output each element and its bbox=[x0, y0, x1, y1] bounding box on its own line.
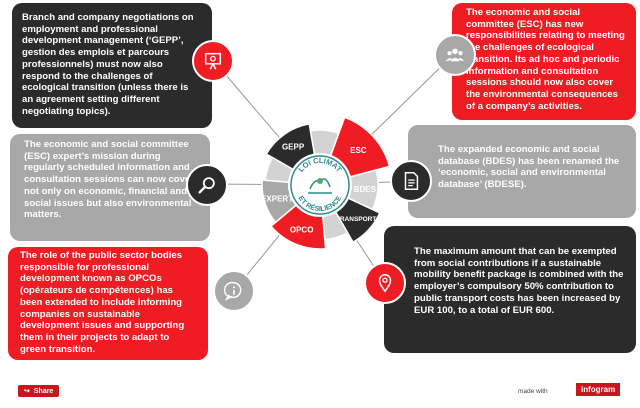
document-icon bbox=[390, 160, 432, 202]
gepp-box: Branch and company negotiations on emplo… bbox=[12, 3, 212, 128]
share-button[interactable]: ↪ Share bbox=[18, 385, 60, 397]
gepp-text: Branch and company negotiations on emplo… bbox=[22, 12, 194, 117]
expert-box: The economic and social committee (ESC) … bbox=[10, 134, 210, 241]
expert-text: The economic and social committee (ESC) … bbox=[24, 139, 195, 221]
wheel-label-opco: OPCO bbox=[290, 225, 314, 234]
people-group-icon bbox=[434, 34, 476, 76]
share-label: Share bbox=[33, 387, 54, 395]
wheel-label-transport: TRANSPORT bbox=[336, 216, 376, 223]
share-icon: ↪ bbox=[24, 388, 30, 395]
wheel-label-esc: ESC bbox=[350, 146, 367, 155]
wheel-label-bdes: BDES bbox=[354, 185, 377, 194]
opco-box: The role of the public sector bodies res… bbox=[8, 247, 208, 360]
info-icon bbox=[213, 270, 255, 312]
location-pin-icon bbox=[364, 262, 406, 304]
presentation-icon bbox=[192, 40, 234, 82]
transport-text: The maximum amount that can be exempted … bbox=[414, 246, 624, 316]
esc-text: The economic and social committee (ESC) … bbox=[466, 7, 625, 112]
magnifier-icon bbox=[186, 164, 228, 206]
made-with-label: made with bbox=[518, 388, 548, 395]
bdes-text: The expanded economic and social databas… bbox=[438, 144, 620, 191]
opco-text: The role of the public sector bodies res… bbox=[20, 250, 185, 355]
bdes-box: The expanded economic and social databas… bbox=[408, 125, 636, 218]
wheel-label-expert: EXPERT bbox=[261, 195, 293, 204]
wheel-center bbox=[288, 153, 352, 217]
transport-box: The maximum amount that can be exempted … bbox=[384, 226, 636, 353]
infogram-logo[interactable]: infogram bbox=[576, 383, 621, 396]
hand-leaf-icon bbox=[308, 178, 332, 194]
esc-box: The economic and social committee (ESC) … bbox=[452, 3, 636, 120]
wheel-label-gepp: GEPP bbox=[282, 142, 305, 151]
